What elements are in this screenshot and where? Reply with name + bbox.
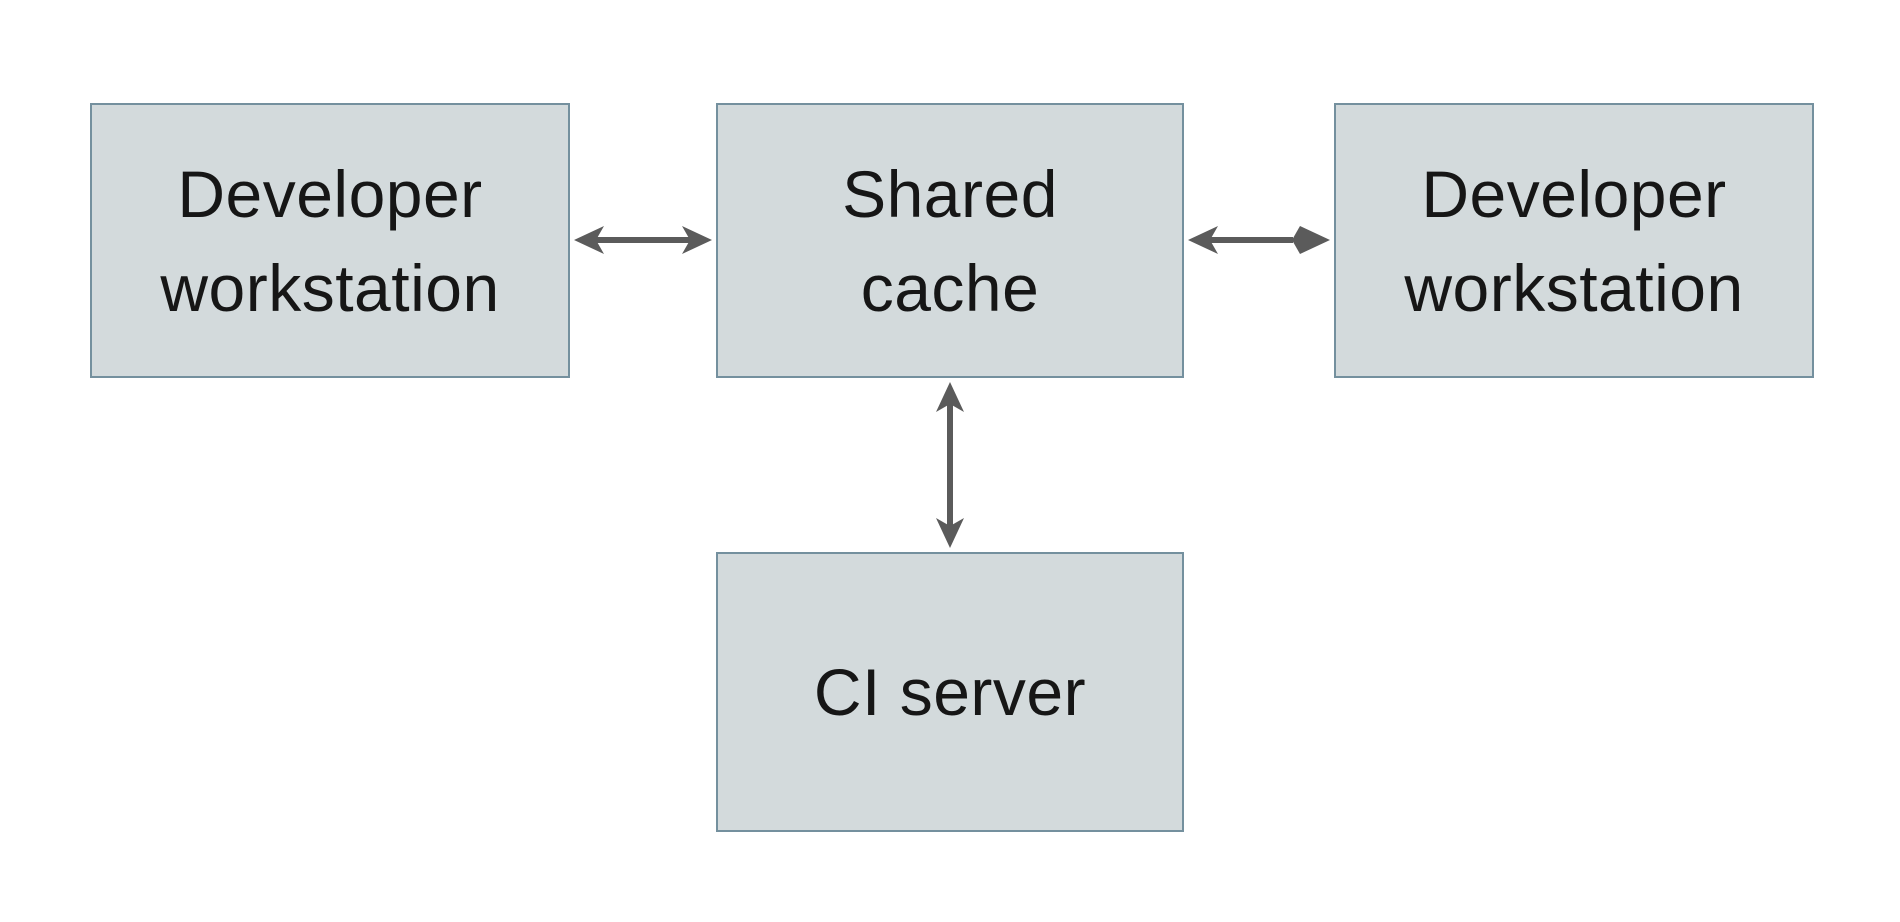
arrow-devleft-cache — [574, 226, 712, 254]
node-ci-server: CI server — [716, 552, 1184, 832]
node-shared-cache: Shared cache — [716, 103, 1184, 378]
node-label-line: Shared — [842, 156, 1058, 231]
node-developer-workstation-left: Developer workstation — [90, 103, 570, 378]
node-label-line: cache — [860, 250, 1040, 325]
node-label-line: Developer — [1421, 156, 1727, 231]
node-label-line: workstation — [1404, 250, 1744, 325]
node-label-line: Developer — [177, 156, 483, 231]
arrow-cache-ciserver — [936, 382, 964, 548]
node-developer-workstation-right: Developer workstation — [1334, 103, 1814, 378]
node-label-line: CI server — [813, 655, 1087, 729]
node-label-line: workstation — [160, 250, 500, 325]
arrow-cache-devright — [1188, 226, 1330, 254]
